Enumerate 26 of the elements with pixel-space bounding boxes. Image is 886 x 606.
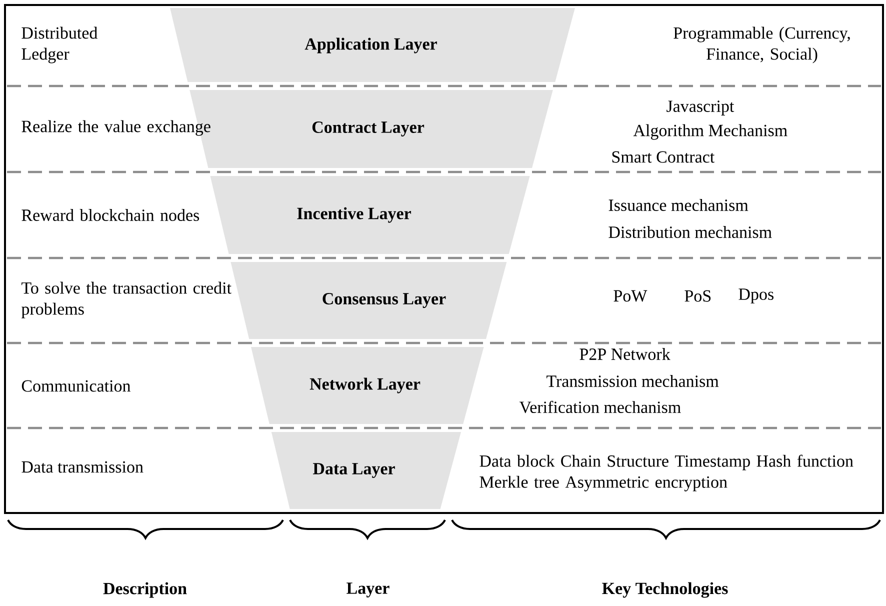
cell-text: PoS [684, 290, 711, 302]
cell-text: Data block Chain Structure Timestamp Hash function Merkle tree Asymmetric encryption [480, 454, 854, 492]
cell-text: Communication [22, 380, 131, 392]
cell-text: Verification mechanism [519, 400, 681, 414]
cell-text: Distributed Ledger [22, 26, 98, 64]
cell-text: Javascript [666, 100, 734, 116]
funnel-segment: Application Layer [170, 8, 575, 82]
column-heading: Layer [346, 582, 390, 598]
cell-text: PoW [614, 290, 648, 302]
funnel-segment: Consensus Layer [230, 262, 507, 339]
cell-text: P2P Network [580, 348, 670, 360]
cell-text: Programmable (Currency, Finance, Social) [674, 26, 850, 64]
cell-text: Dpos [738, 288, 774, 304]
funnel-segment: Incentive Layer [210, 176, 530, 254]
funnel-segment: Data Layer [271, 432, 461, 509]
funnel-segment: Network Layer [251, 347, 484, 424]
cell-text: Issuance mechanism [608, 199, 748, 211]
cell-text: To solve the transaction credit problems [21, 282, 232, 318]
cell-text: Smart Contract [612, 151, 715, 163]
column-heading: Description [103, 582, 187, 598]
column-heading: Key Technologies [602, 582, 728, 598]
cell-text: Data transmission [22, 461, 144, 473]
cell-text: Reward blockchain nodes [22, 209, 200, 221]
cell-text: Transmission mechanism [546, 375, 719, 387]
cell-text: Distribution mechanism [608, 226, 772, 238]
cell-text: Algorithm Mechanism [633, 124, 788, 140]
